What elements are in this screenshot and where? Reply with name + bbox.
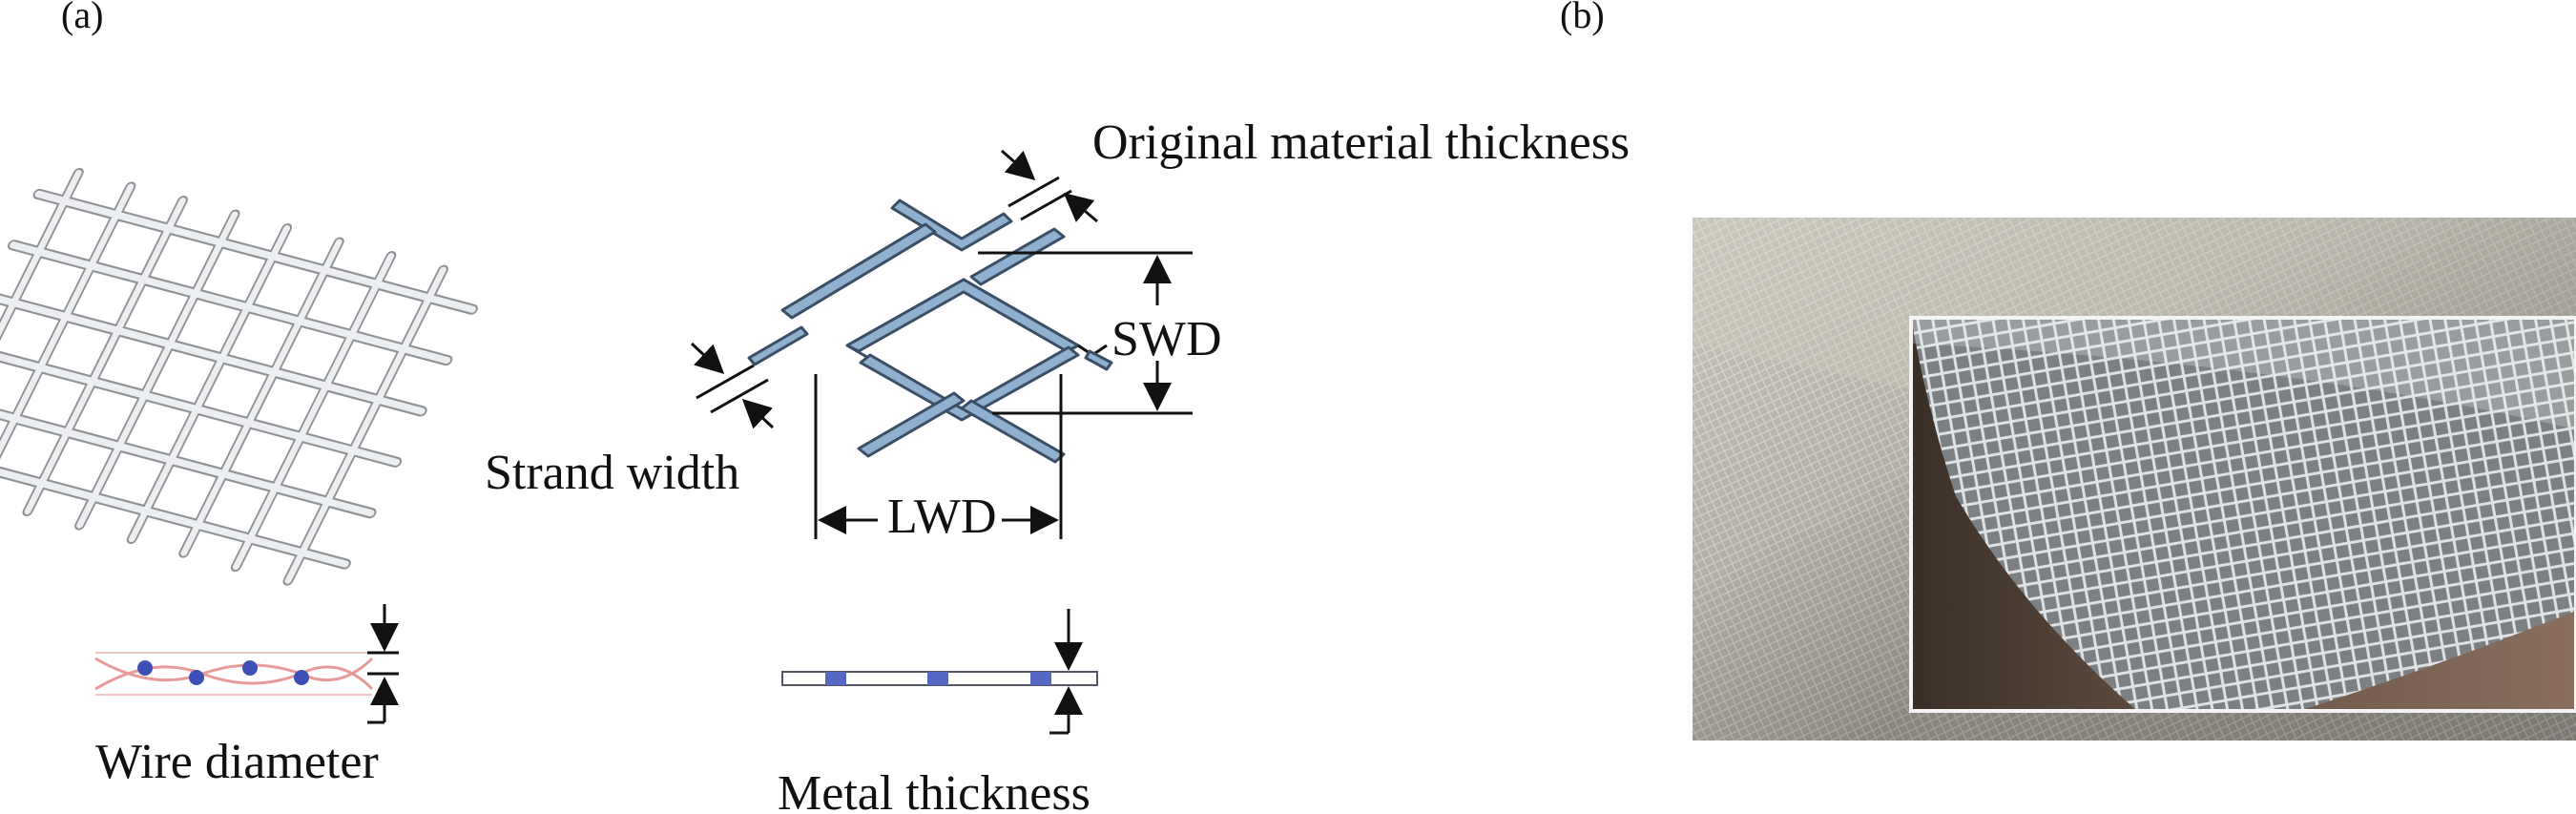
strand-width-label: Strand width [485,446,739,500]
metal-thickness-section [781,609,1098,735]
metal-thickness-label: Metal thickness [778,766,1091,814]
wire-node [189,670,204,685]
wire-cross-section [94,604,399,724]
wire-node [137,660,153,676]
lwd-label: LWD [887,490,997,544]
original-material-thickness-label: Original material thickness [1092,115,1630,170]
swd-label: SWD [1111,312,1222,366]
expanded-metal-diagram [690,149,1193,539]
panel-label-b: (b) [1560,0,1605,36]
panel-label-a: (a) [61,0,104,36]
wire-node [242,660,258,676]
mesh-photo [1693,218,2576,741]
woven-mesh-illustration [0,167,478,586]
mesh-photo-inset [1909,316,2576,713]
wire-diameter-label: Wire diameter [95,735,379,789]
wire-node [294,670,309,685]
